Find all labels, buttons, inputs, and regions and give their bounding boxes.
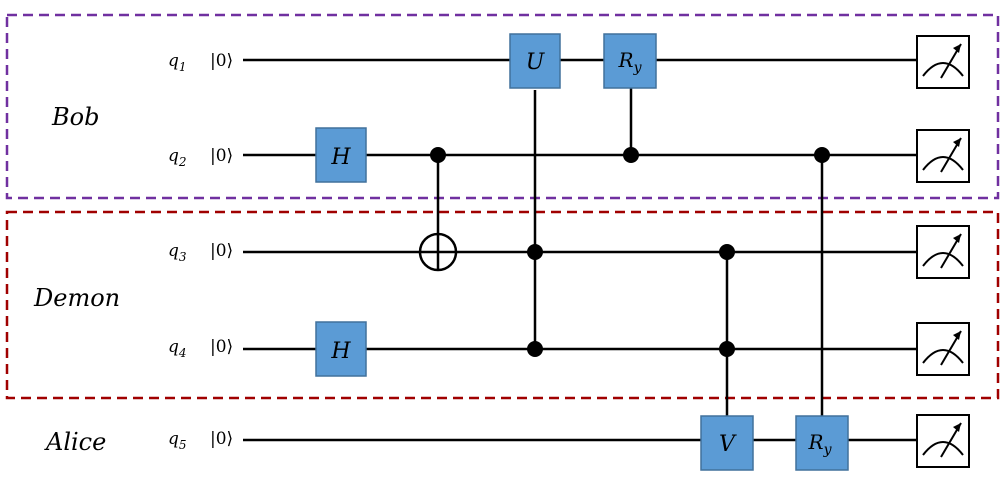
gate-label: H bbox=[330, 145, 351, 170]
qubit-init-state: |0⟩ bbox=[210, 146, 233, 166]
qubit-name: q bbox=[168, 429, 179, 449]
qubit-label-q2: q2 bbox=[168, 146, 187, 169]
qubit-name: q bbox=[168, 51, 179, 71]
gate-subscript: y bbox=[633, 60, 643, 76]
control-dot-icon bbox=[623, 147, 639, 163]
qubit-name: q bbox=[168, 146, 179, 166]
group-label-alice: Alice bbox=[44, 428, 106, 456]
control-dot-icon bbox=[814, 147, 830, 163]
meter-icon bbox=[916, 225, 970, 279]
svg-text:Ry: Ry bbox=[808, 430, 833, 458]
qubit-name: q bbox=[168, 337, 179, 357]
meter-icon bbox=[916, 322, 970, 376]
meter-icon bbox=[916, 414, 970, 468]
group-label-demon: Demon bbox=[33, 284, 120, 312]
qubit-init-state: |0⟩ bbox=[210, 51, 233, 71]
svg-text:q5: q5 bbox=[168, 429, 187, 452]
qubit-subscript: 5 bbox=[179, 438, 187, 452]
gate-label: H bbox=[330, 339, 351, 364]
gate-label: R bbox=[808, 430, 824, 454]
control-dot-icon bbox=[719, 341, 735, 357]
control-dot-icon bbox=[527, 341, 543, 357]
qubit-init-state: |0⟩ bbox=[210, 429, 233, 449]
control-dot-icon bbox=[719, 244, 735, 260]
unitary-gate-u: U bbox=[509, 33, 561, 89]
gate-label: V bbox=[719, 432, 737, 457]
qubit-label-q4: q4 bbox=[168, 337, 187, 360]
group-label-bob: Bob bbox=[51, 103, 99, 131]
qubit-subscript: 4 bbox=[178, 346, 187, 360]
svg-text:q2: q2 bbox=[168, 146, 187, 169]
qubit-subscript: 1 bbox=[179, 60, 187, 74]
qubit-init-state: |0⟩ bbox=[210, 337, 233, 357]
gate-subscript: y bbox=[823, 442, 833, 458]
ry-gate-q5: Ry bbox=[795, 415, 849, 471]
gate-label: R bbox=[618, 48, 634, 72]
control-dot-icon bbox=[527, 244, 543, 260]
qubit-label-q1: q1 bbox=[168, 51, 187, 74]
svg-text:q4: q4 bbox=[168, 337, 187, 360]
meter-icon bbox=[916, 35, 970, 89]
bob-group-frame bbox=[5, 13, 1000, 200]
svg-text:q3: q3 bbox=[168, 241, 187, 264]
qubit-label-q3: q3 bbox=[168, 241, 187, 264]
qubit-label-q5: q5 bbox=[168, 429, 187, 452]
qubit-init-state: |0⟩ bbox=[210, 241, 233, 261]
control-dot-icon bbox=[430, 147, 446, 163]
qubit-subscript: 3 bbox=[179, 250, 187, 264]
gate-label: U bbox=[526, 50, 546, 75]
cnot-target-icon bbox=[418, 232, 458, 272]
qubit-name: q bbox=[168, 241, 179, 261]
ry-gate-q1: Ry bbox=[603, 33, 657, 89]
demon-group-frame bbox=[5, 210, 1000, 400]
meter-icon bbox=[916, 129, 970, 183]
v-gate-q5: V bbox=[700, 415, 754, 471]
hadamard-gate-q4: H bbox=[315, 321, 367, 377]
svg-text:Ry: Ry bbox=[618, 48, 643, 76]
hadamard-gate-q2: H bbox=[315, 127, 367, 183]
svg-text:q1: q1 bbox=[168, 51, 187, 74]
qubit-subscript: 2 bbox=[178, 155, 187, 169]
